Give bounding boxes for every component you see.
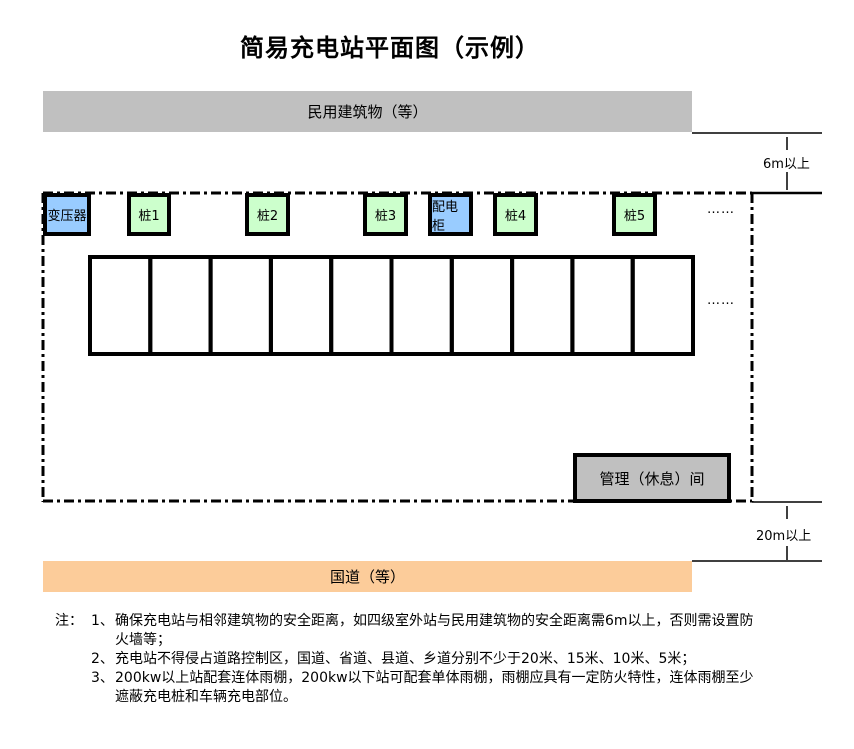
parking-space bbox=[148, 255, 213, 356]
parking-space bbox=[630, 255, 696, 356]
pile-box-4: 桩4 bbox=[493, 193, 538, 236]
parking-space bbox=[268, 255, 334, 356]
notes-prefix: 注： bbox=[55, 613, 83, 629]
parking-space bbox=[570, 255, 635, 356]
distribution-cabinet-label: 配电柜 bbox=[432, 199, 459, 234]
transformer-label: 变压器 bbox=[47, 209, 87, 224]
note-text: 确保充电站与相邻建筑物的安全距离，如四级室外站与民用建筑物的安全距离需6m以上，… bbox=[115, 613, 754, 648]
pile-box-5: 桩5 bbox=[612, 193, 657, 236]
parking-space bbox=[329, 255, 394, 356]
building-label: 民用建筑物（等） bbox=[307, 103, 428, 121]
more-spaces-ellipsis: …… bbox=[707, 293, 735, 308]
note-item-3: 3、 200kw以上站配套连体雨棚，200kw以下站可配套单体雨棚，雨棚应具有一… bbox=[55, 669, 755, 707]
pile-label: 桩1 bbox=[138, 209, 160, 224]
pile-box-2: 桩2 bbox=[245, 193, 290, 236]
building-band: 民用建筑物（等） bbox=[43, 91, 692, 132]
note-number: 1、 bbox=[91, 613, 114, 629]
pile-box-1: 桩1 bbox=[127, 193, 171, 236]
notes: 注： 1、 确保充电站与相邻建筑物的安全距离，如四级室外站与民用建筑物的安全距离… bbox=[55, 612, 755, 707]
note-item-1: 注： 1、 确保充电站与相邻建筑物的安全距离，如四级室外站与民用建筑物的安全距离… bbox=[55, 612, 755, 650]
pile-box-3: 桩3 bbox=[363, 193, 408, 236]
road-label: 国道（等） bbox=[329, 568, 405, 586]
transformer-box: 变压器 bbox=[43, 193, 91, 236]
pile-label: 桩4 bbox=[504, 209, 527, 224]
parking-space bbox=[208, 255, 273, 356]
pile-label: 桩3 bbox=[374, 209, 397, 224]
parking-space bbox=[88, 255, 153, 356]
more-piles-ellipsis: …… bbox=[707, 202, 735, 217]
pile-label: 桩2 bbox=[256, 209, 279, 224]
note-number: 3、 bbox=[91, 670, 114, 686]
management-room: 管理（休息）间 bbox=[573, 453, 731, 503]
pile-label: 桩5 bbox=[623, 209, 646, 224]
note-number: 2、 bbox=[91, 651, 114, 667]
bottom-distance-label: 20m以上 bbox=[755, 525, 813, 544]
note-text: 充电站不得侵占道路控制区，国道、省道、县道、乡道分别不少于20米、15米、10米… bbox=[115, 651, 696, 667]
management-room-label: 管理（休息）间 bbox=[599, 469, 705, 488]
parking-space bbox=[510, 255, 575, 356]
parking-row bbox=[88, 255, 696, 356]
road-band: 国道（等） bbox=[43, 561, 692, 592]
top-distance-label: 6m以上 bbox=[762, 153, 811, 172]
parking-space bbox=[449, 255, 515, 356]
distance-lines bbox=[692, 132, 822, 562]
parking-space bbox=[389, 255, 454, 356]
note-item-2: 2、 充电站不得侵占道路控制区，国道、省道、县道、乡道分别不少于20米、15米、… bbox=[55, 650, 755, 669]
page-title: 简易充电站平面图（示例） bbox=[240, 33, 540, 62]
note-text: 200kw以上站配套连体雨棚，200kw以下站可配套单体雨棚，雨棚应具有一定防火… bbox=[115, 670, 754, 705]
distribution-cabinet-box: 配电柜 bbox=[428, 193, 473, 236]
